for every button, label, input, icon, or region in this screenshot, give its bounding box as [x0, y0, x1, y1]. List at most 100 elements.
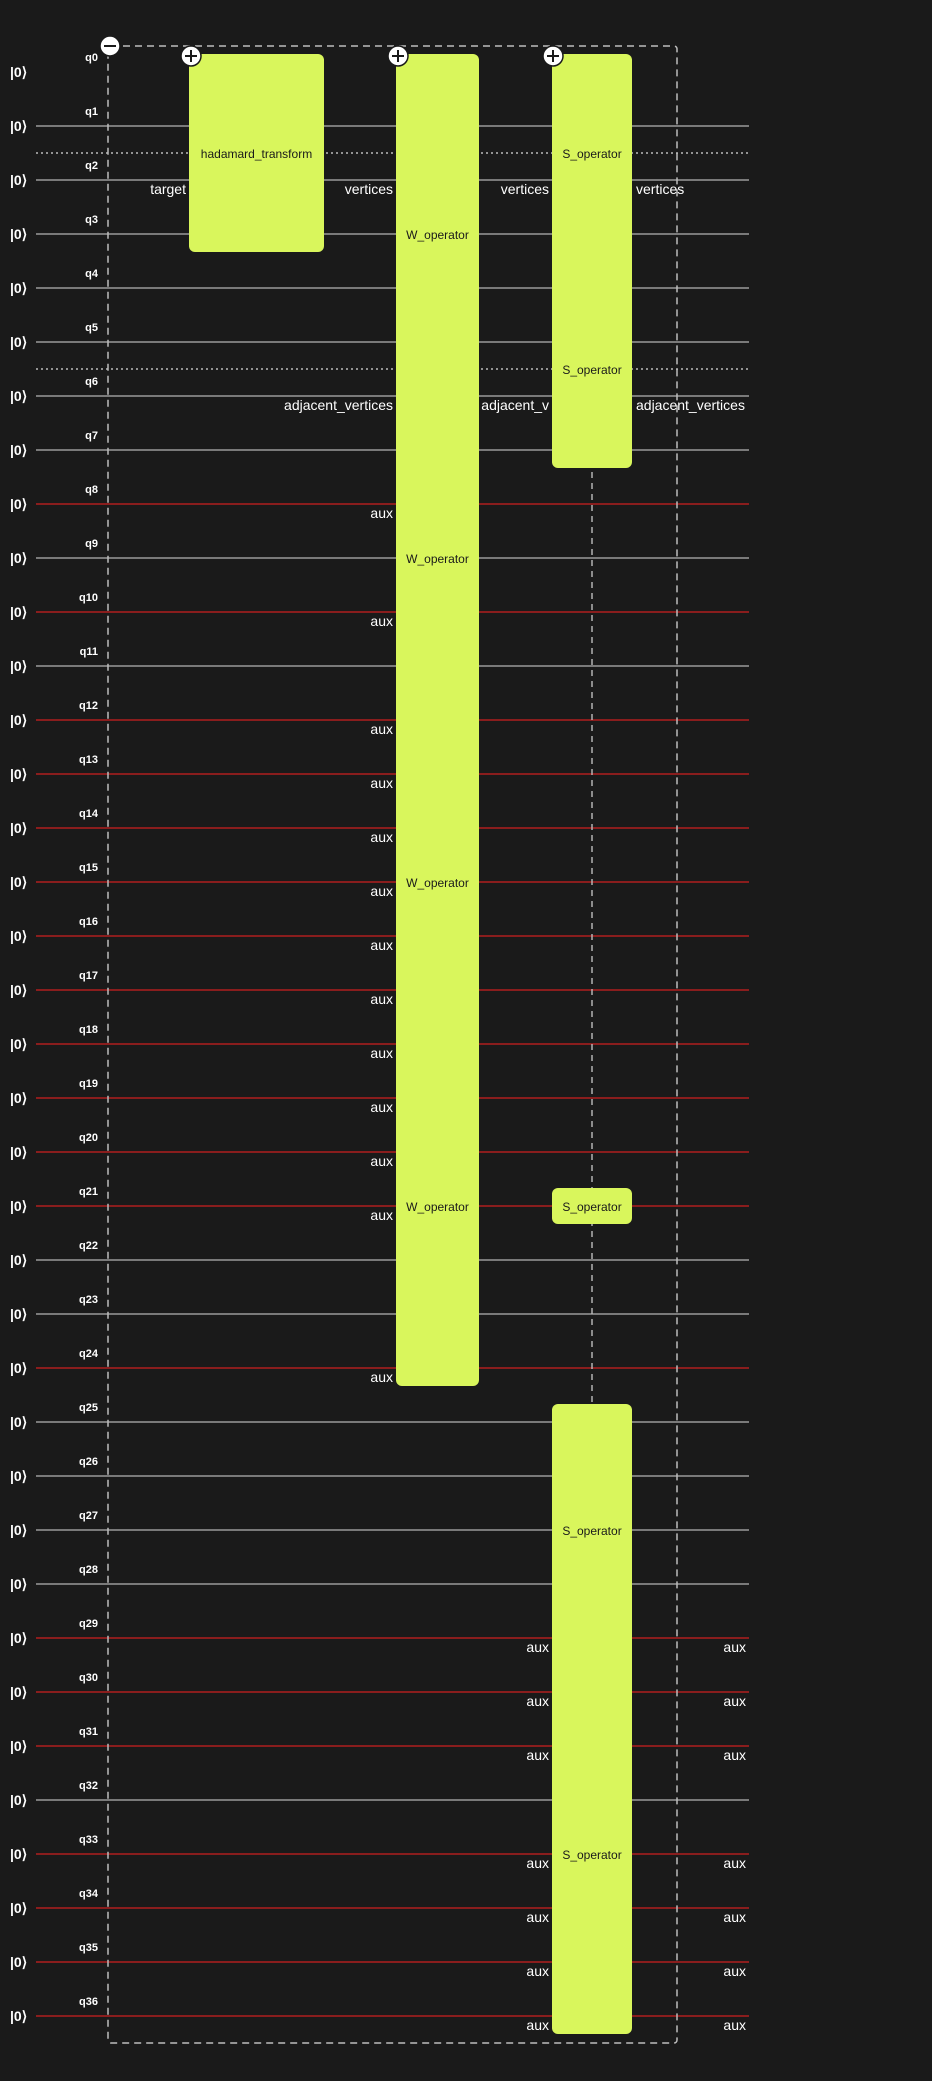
gate-S_operator[interactable]: [552, 1188, 632, 1224]
qubit-name: q21: [79, 1186, 98, 1198]
port-label: aux: [370, 1045, 393, 1061]
port-label: aux: [526, 1747, 549, 1763]
port-label: vertices: [345, 181, 393, 197]
gate-S_operator[interactable]: [552, 54, 632, 468]
qubit-name: q10: [79, 592, 98, 604]
ket-label: |0⟩: [10, 658, 27, 674]
gate-W_operator[interactable]: [396, 54, 479, 1386]
qubit-name: q0: [85, 52, 98, 64]
port-label: aux: [526, 2017, 549, 2033]
port-label: adjacent_v: [481, 397, 549, 413]
ket-label: |0⟩: [10, 1630, 27, 1646]
gate-label: W_operator: [406, 876, 469, 890]
qubit-name: q33: [79, 1834, 98, 1846]
port-label: aux: [526, 1963, 549, 1979]
port-label: target: [150, 181, 186, 197]
port-label: aux: [370, 1099, 393, 1115]
ket-label: |0⟩: [10, 1738, 27, 1754]
ket-label: |0⟩: [10, 712, 27, 728]
ket-label: |0⟩: [10, 1090, 27, 1106]
gate-S_operator[interactable]: [552, 1404, 632, 2034]
gate-label: W_operator: [406, 552, 469, 566]
qubit-name: q1: [85, 106, 98, 118]
qubit-name: q13: [79, 754, 98, 766]
ket-label: |0⟩: [10, 1684, 27, 1700]
qubit-name: q29: [79, 1618, 98, 1630]
gates: hadamard_transformW_operatorW_operatorW_…: [189, 54, 632, 2034]
gate-label: W_operator: [406, 1200, 469, 1214]
ket-label: |0⟩: [10, 1414, 27, 1430]
qubit-name: q19: [79, 1078, 98, 1090]
ket-label: |0⟩: [10, 1360, 27, 1376]
qubit-name: q6: [85, 376, 98, 388]
qubit-name: q14: [79, 808, 99, 820]
ket-label: |0⟩: [10, 1576, 27, 1592]
ket-label: |0⟩: [10, 550, 27, 566]
ket-label: |0⟩: [10, 334, 27, 350]
port-label: aux: [370, 613, 393, 629]
port-label: aux: [370, 1207, 393, 1223]
ket-label: |0⟩: [10, 496, 27, 512]
ket-label: |0⟩: [10, 280, 27, 296]
port-label: aux: [723, 1639, 746, 1655]
port-label: aux: [723, 1747, 746, 1763]
ket-label: |0⟩: [10, 874, 27, 890]
qubit-name: q8: [85, 484, 98, 496]
port-label: aux: [370, 991, 393, 1007]
port-label: aux: [370, 937, 393, 953]
gate-hadamard_transform[interactable]: [189, 54, 324, 252]
qubit-name: q30: [79, 1672, 98, 1684]
port-label: aux: [370, 1369, 393, 1385]
ket-label: |0⟩: [10, 1900, 27, 1916]
ket-label: |0⟩: [10, 388, 27, 404]
port-label: aux: [370, 505, 393, 521]
gate-label: S_operator: [562, 1848, 621, 1862]
ket-label: |0⟩: [10, 442, 27, 458]
port-label: aux: [723, 1963, 746, 1979]
qubit-name: q7: [85, 430, 98, 442]
port-label: adjacent_vertices: [636, 397, 745, 413]
qubit-labels: |0⟩q0|0⟩q1|0⟩q2|0⟩q3|0⟩q4|0⟩q5|0⟩q6|0⟩q7…: [10, 52, 99, 2024]
port-label: aux: [723, 1855, 746, 1871]
port-label: aux: [370, 775, 393, 791]
gate-label: S_operator: [562, 1524, 621, 1538]
ket-label: |0⟩: [10, 1036, 27, 1052]
port-label: aux: [370, 721, 393, 737]
ket-label: |0⟩: [10, 820, 27, 836]
plus-circle-icon[interactable]: [542, 45, 564, 67]
ket-label: |0⟩: [10, 1252, 27, 1268]
ket-label: |0⟩: [10, 766, 27, 782]
plus-circle-icon[interactable]: [387, 45, 409, 67]
port-label: aux: [723, 1909, 746, 1925]
port-label: aux: [370, 829, 393, 845]
qubit-name: q5: [85, 322, 98, 334]
qubit-name: q17: [79, 970, 98, 982]
ket-label: |0⟩: [10, 1846, 27, 1862]
qubit-name: q22: [79, 1240, 98, 1252]
qubit-name: q27: [79, 1510, 98, 1522]
qubit-name: q9: [85, 538, 98, 550]
subroutine-frame: [107, 45, 678, 2044]
port-label: aux: [723, 2017, 746, 2033]
port-label: vertices: [501, 181, 549, 197]
qubit-name: q25: [79, 1402, 98, 1414]
qubit-name: q36: [79, 1996, 98, 2008]
ket-label: |0⟩: [10, 1306, 27, 1322]
gate-label: S_operator: [562, 147, 621, 161]
plus-circle-icon[interactable]: [180, 45, 202, 67]
ket-label: |0⟩: [10, 604, 27, 620]
port-label: aux: [370, 883, 393, 899]
port-label: aux: [526, 1909, 549, 1925]
qubit-name: q26: [79, 1456, 98, 1468]
ket-label: |0⟩: [10, 1792, 27, 1808]
ket-label: |0⟩: [10, 928, 27, 944]
ket-label: |0⟩: [10, 1198, 27, 1214]
ket-label: |0⟩: [10, 226, 27, 242]
minus-circle-icon[interactable]: [99, 35, 121, 57]
port-label: vertices: [636, 181, 684, 197]
qubit-name: q31: [79, 1726, 98, 1738]
port-label: adjacent_vertices: [284, 397, 393, 413]
qubit-name: q23: [79, 1294, 98, 1306]
